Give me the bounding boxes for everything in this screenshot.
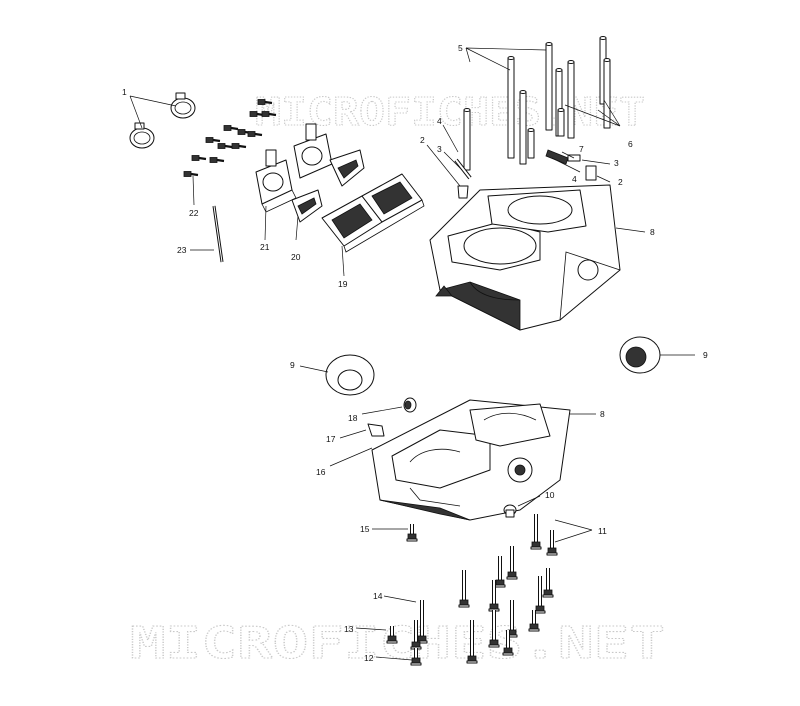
callout-1: 1 [122, 87, 127, 97]
callout-17: 17 [326, 434, 336, 444]
callout-20: 20 [291, 252, 301, 262]
callout-8-lower: 8 [600, 409, 605, 419]
small-bolt [247, 131, 263, 137]
callout-3-right: 3 [614, 158, 619, 168]
stud [519, 90, 527, 165]
case-bolt [466, 620, 478, 664]
callout-22: 22 [189, 208, 199, 218]
part-intake-bolts [183, 99, 277, 177]
stud [557, 108, 565, 137]
stud [507, 56, 515, 159]
callout-10: 10 [545, 490, 555, 500]
case-bolt [534, 576, 546, 614]
case-bolt [506, 546, 518, 580]
callout-21: 21 [260, 242, 270, 252]
part-crank-seals [325, 336, 661, 396]
part-reed-stoppers [291, 149, 365, 223]
small-bolt [217, 143, 233, 149]
part-rod [212, 205, 224, 263]
small-bolt [223, 125, 239, 131]
case-bolt [386, 626, 398, 644]
callout-7: 7 [579, 144, 584, 154]
part-bushing [403, 397, 417, 413]
callout-2-right: 2 [618, 177, 623, 187]
watermark-bottom: MICROFICHES.NET [130, 618, 665, 669]
small-bolt [205, 137, 221, 143]
callout-12: 12 [364, 653, 374, 663]
small-bolt [257, 99, 273, 105]
leader-lines [129, 47, 695, 661]
callout-11: 11 [598, 526, 607, 536]
case-bolt [406, 524, 418, 542]
small-bolt [209, 157, 225, 163]
case-bolt [542, 568, 554, 598]
callout-13: 13 [344, 624, 354, 634]
callout-14: 14 [373, 591, 383, 601]
case-bolt [458, 570, 470, 608]
callout-labels: 1 22 23 21 20 19 5 6 2 3 4 7 3 4 2 8 9 9… [122, 43, 708, 663]
callout-5: 5 [458, 43, 463, 53]
case-bolt [546, 530, 558, 556]
small-bolt [231, 143, 247, 149]
part-reed-valves [321, 173, 425, 253]
callout-19: 19 [338, 279, 348, 289]
stud [527, 128, 535, 159]
callout-6: 6 [628, 139, 633, 149]
small-bolt [183, 171, 199, 177]
callout-3-left: 3 [437, 144, 442, 154]
stud [603, 58, 611, 129]
part-hose-clamps [129, 92, 196, 149]
callout-9-right: 9 [703, 350, 708, 360]
part-cylinder-studs [463, 36, 611, 171]
callout-4-left: 4 [437, 116, 442, 126]
part-upper-crankcase [429, 184, 621, 331]
case-bolt [502, 630, 514, 656]
callout-23: 23 [177, 245, 187, 255]
case-bolt [530, 514, 542, 550]
stud [567, 60, 575, 139]
stud [463, 108, 471, 171]
callout-8-upper: 8 [650, 227, 655, 237]
case-bolt [410, 648, 422, 666]
part-intake-manifolds [255, 123, 333, 213]
small-bolt [191, 155, 207, 161]
small-bolt [261, 111, 277, 117]
case-bolt [528, 610, 540, 632]
callout-18: 18 [348, 413, 358, 423]
callout-4-right: 4 [572, 174, 577, 184]
part-elbow-fitting [367, 423, 385, 437]
case-bolt [494, 556, 506, 588]
part-case-bolts [386, 504, 558, 666]
case-bolt [488, 610, 500, 648]
stud [545, 42, 553, 131]
callout-2-left: 2 [420, 135, 425, 145]
watermark-top: MICROFICHES.NET [255, 90, 645, 134]
callout-16: 16 [316, 467, 326, 477]
part-lower-crankcase [371, 399, 571, 521]
callout-15: 15 [360, 524, 370, 534]
part-plug [503, 504, 517, 518]
callout-9-left: 9 [290, 360, 295, 370]
